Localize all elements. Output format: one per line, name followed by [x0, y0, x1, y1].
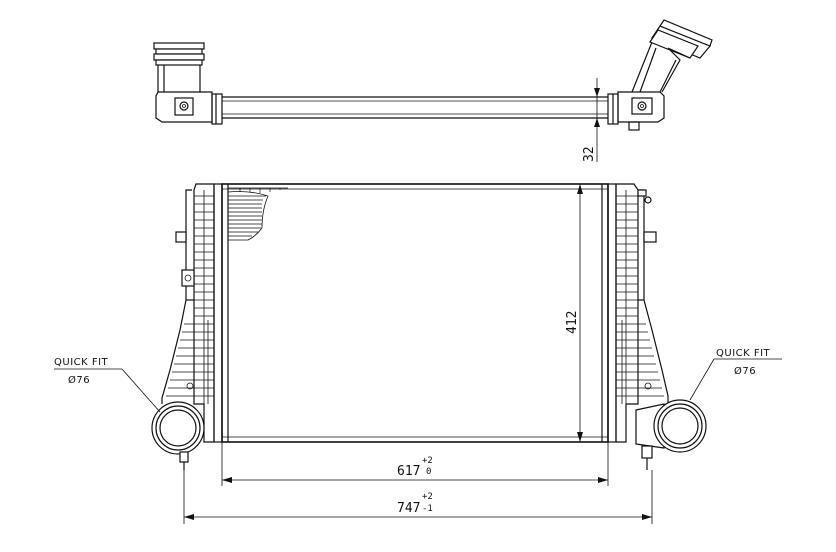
dimension-747-label: 747: [397, 501, 420, 516]
right-quickfit-diameter: Ø76: [734, 365, 756, 377]
left-quickfit-title: QUICK FIT: [54, 357, 109, 368]
radiator-core: [221, 183, 609, 443]
fin-detail: [227, 187, 288, 241]
left-tank-ribs: [166, 190, 214, 404]
right-tank: [607, 183, 669, 443]
left-quickfit-callout: QUICK FIT Ø76: [54, 357, 161, 413]
dimension-32-label: 32: [582, 146, 597, 162]
left-outlet: [151, 401, 205, 470]
left-quickfit-diameter: Ø76: [68, 374, 90, 386]
dimension-core-height: 412: [565, 184, 583, 442]
dimension-747-lower-tolerance: -1: [422, 504, 433, 514]
dimension-617-lower-tolerance: 0: [426, 467, 431, 477]
top-right-connector: [607, 19, 713, 131]
top-left-connector: [153, 42, 223, 125]
dimension-overall-width: 747 +2 -1: [183, 470, 653, 524]
right-outlet: [635, 399, 707, 470]
front-view: [151, 183, 707, 470]
top-tube: [222, 96, 608, 119]
right-quickfit-title: QUICK FIT: [716, 348, 771, 359]
dimension-core-width: 617 +2 0: [221, 442, 609, 486]
left-tank: [161, 183, 223, 443]
dimension-747-upper-tolerance: +2: [422, 492, 433, 502]
dimension-617-upper-tolerance: +2: [422, 456, 433, 466]
top-view: [153, 19, 713, 131]
dimension-412-label: 412: [565, 311, 580, 334]
right-tank-ribs: [616, 190, 664, 404]
dimension-617-label: 617: [397, 464, 420, 479]
right-quickfit-callout: QUICK FIT Ø76: [689, 348, 782, 401]
dimension-tube-height: 32: [582, 78, 600, 162]
